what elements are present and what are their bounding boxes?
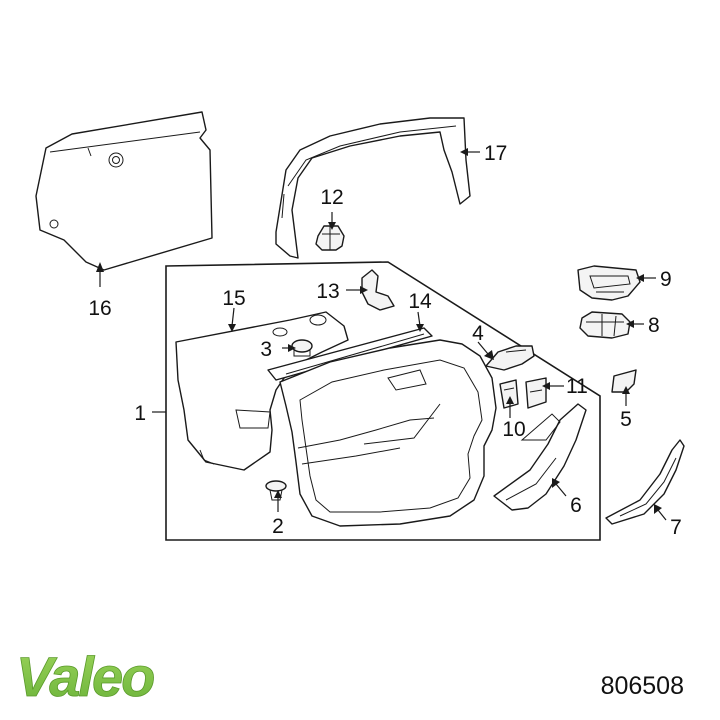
callout-12: 12 [320, 186, 343, 209]
window-switch-part [579, 311, 631, 339]
svg-text:Valeo: Valeo [16, 645, 154, 708]
belt-molding-part [267, 327, 433, 381]
leader-lines [96, 148, 667, 521]
water-shield-part [35, 111, 213, 271]
frame-molding-part [275, 117, 471, 259]
callout-5: 5 [620, 408, 632, 431]
cap-part-5 [611, 369, 637, 393]
callout-9: 9 [660, 268, 672, 291]
callout-8: 8 [648, 314, 660, 337]
door-handle-part [485, 345, 535, 371]
callout-17: 17 [484, 142, 507, 165]
armrest-trim-part [493, 403, 587, 511]
callout-10: 10 [502, 418, 525, 441]
clip-part-12 [315, 225, 345, 251]
callout-14: 14 [408, 290, 432, 313]
push-pin-part-2 [265, 480, 287, 501]
callout-1: 1 [134, 402, 146, 425]
switch-part-10 [499, 379, 519, 409]
door-trim-panel-part [279, 339, 497, 527]
callout-2: 2 [272, 515, 284, 538]
callout-16: 16 [88, 297, 111, 320]
assembly-frame [165, 261, 601, 541]
part-number: 806508 [600, 672, 684, 700]
callout-3: 3 [260, 338, 272, 361]
callout-7: 7 [670, 516, 682, 539]
trim-strip-part [605, 439, 685, 525]
callout-4: 4 [472, 322, 484, 345]
callout-15: 15 [222, 287, 245, 310]
callout-13: 13 [316, 280, 339, 303]
callout-11: 11 [566, 375, 588, 398]
switch-part-11 [525, 377, 547, 409]
switch-bezel-part [577, 265, 641, 301]
callout-6: 6 [570, 494, 582, 517]
bracket-part-13 [361, 269, 395, 311]
valeo-logo: Valeo [16, 645, 157, 709]
